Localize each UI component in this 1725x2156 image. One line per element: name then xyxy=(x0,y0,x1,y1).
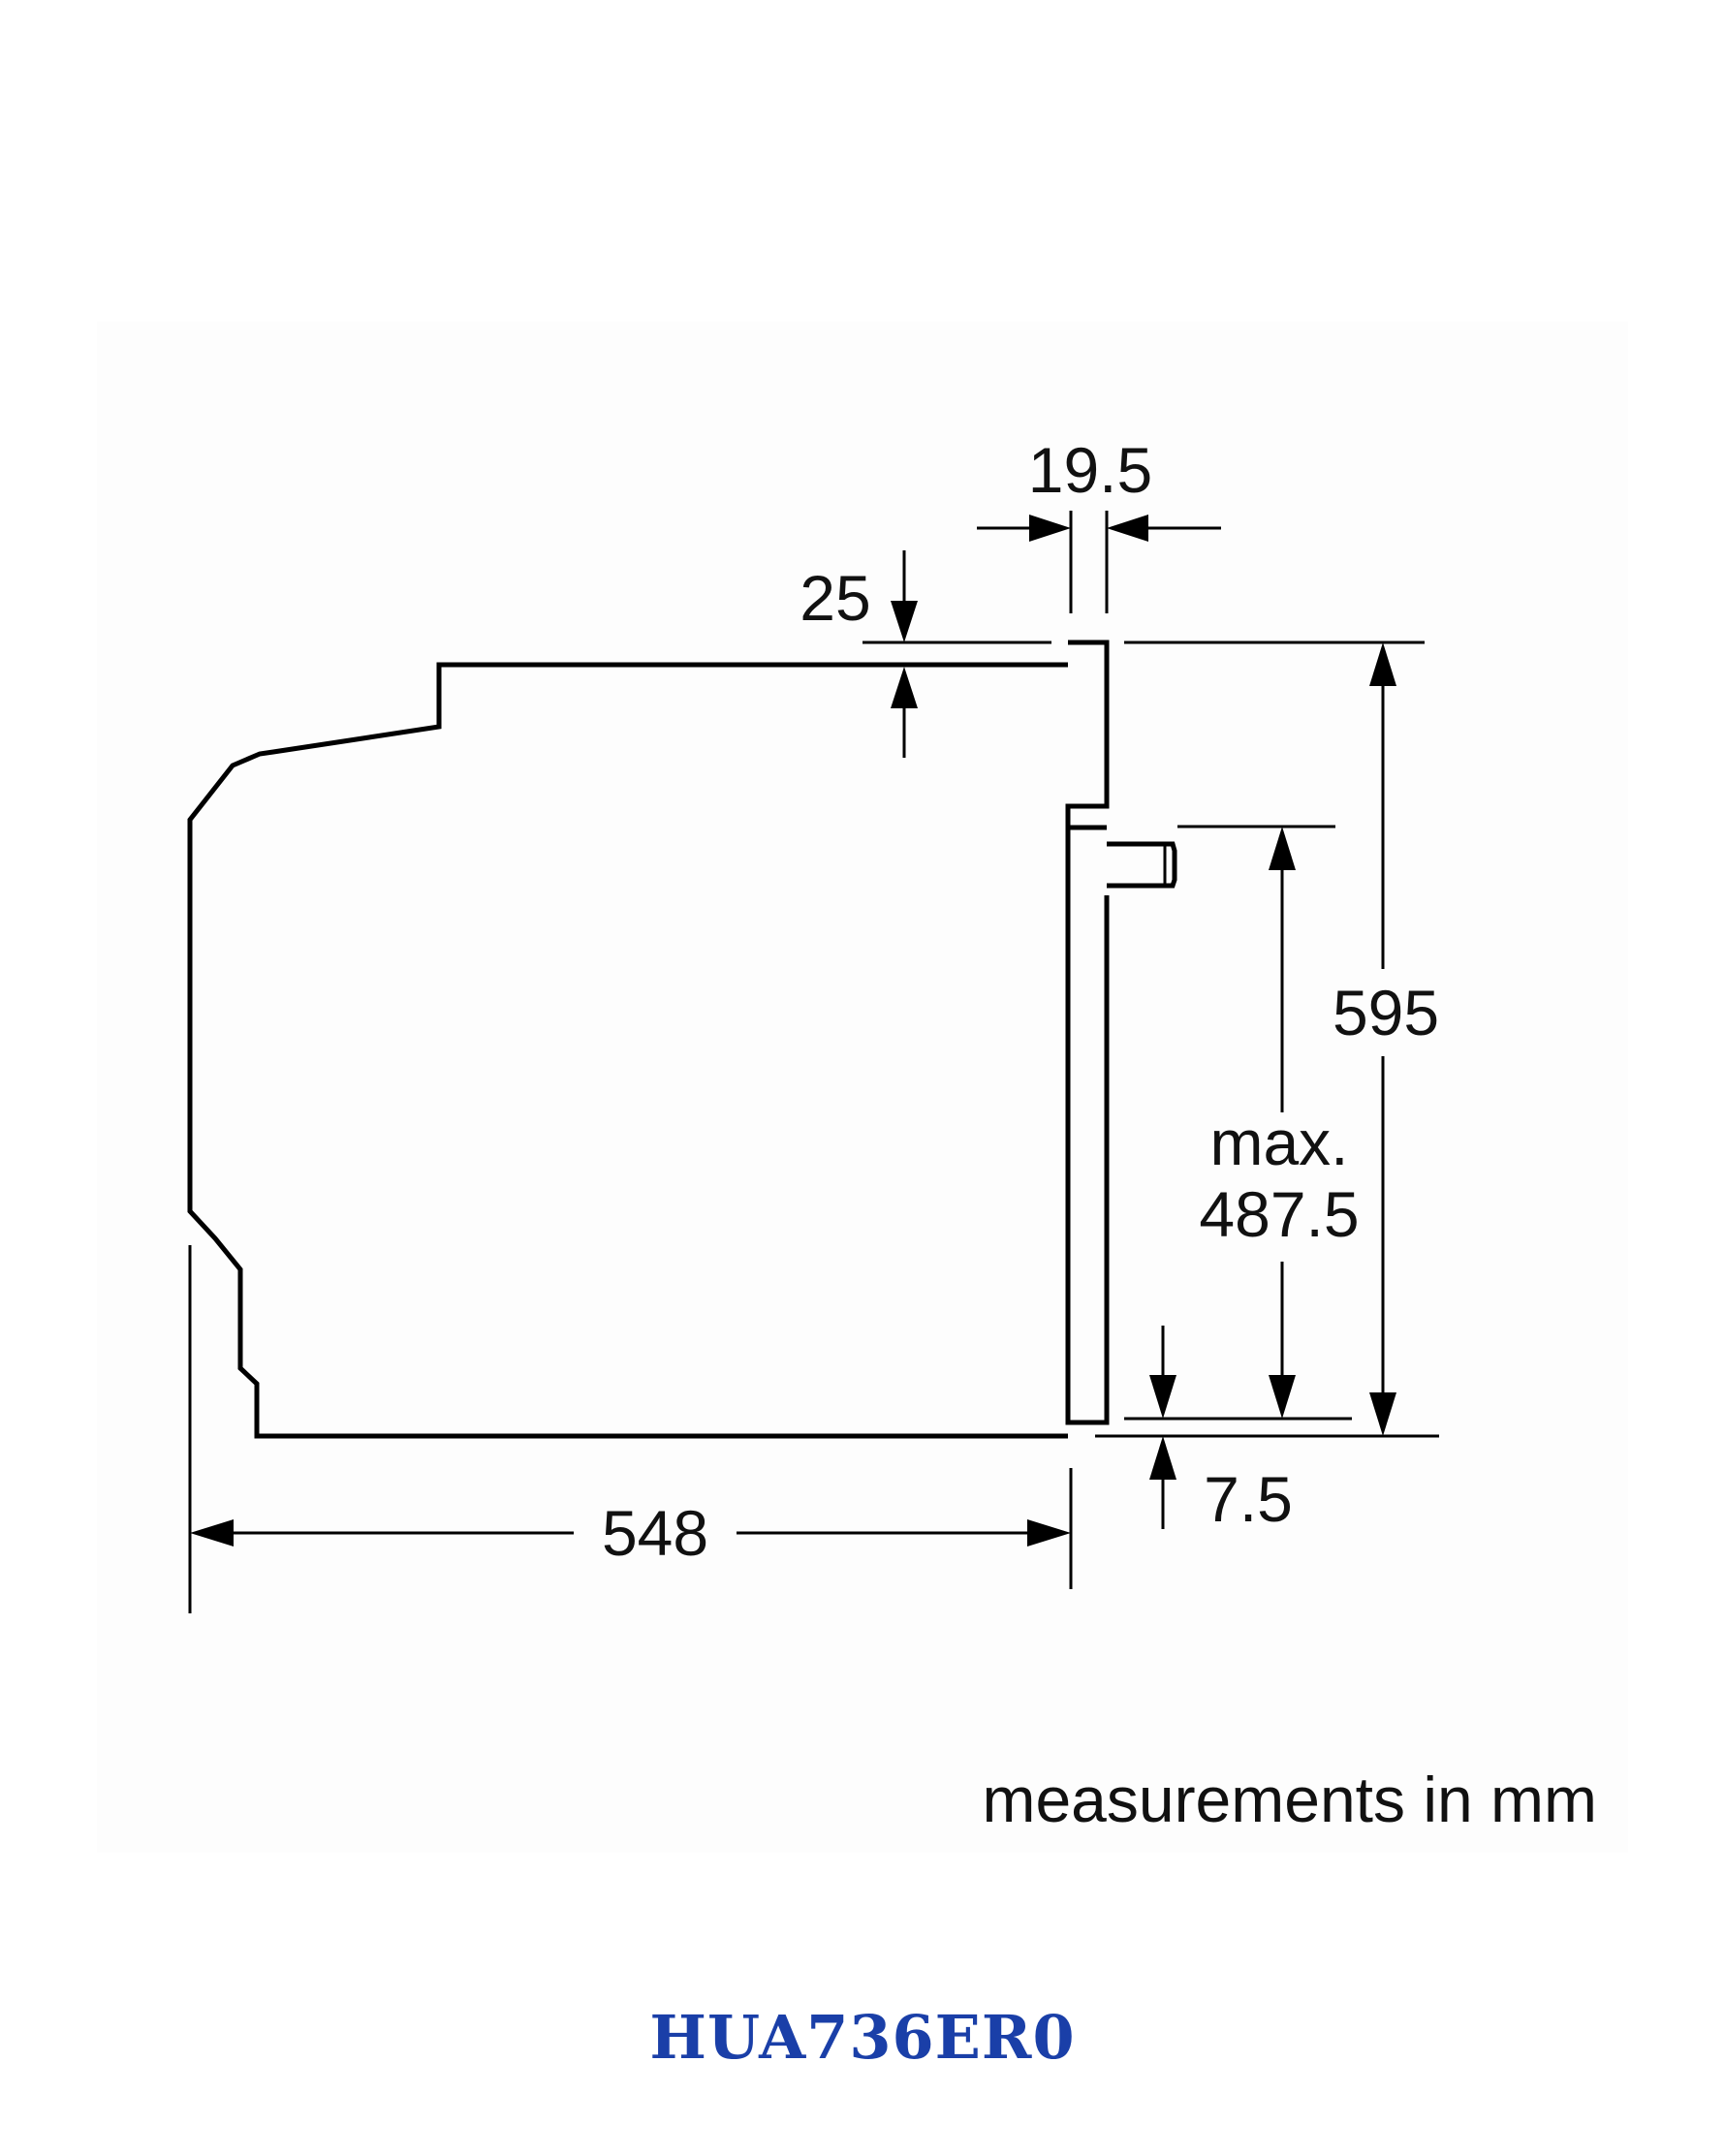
dim-487-5-arrow-down xyxy=(1269,1375,1296,1419)
dim-595-arrow-down xyxy=(1369,1392,1396,1436)
drawing-background xyxy=(97,322,1628,1853)
dim-548-label: 548 xyxy=(602,1497,708,1569)
dim-548-arrow-left xyxy=(190,1519,234,1547)
dim-19-5-label: 19.5 xyxy=(1028,434,1152,506)
dim-7-5-arrow-up xyxy=(1149,1436,1176,1480)
dim-487-5-label: 487.5 xyxy=(1199,1178,1359,1250)
dim-487-5-arrow-up xyxy=(1269,827,1296,870)
dim-25-arrow-up xyxy=(891,667,918,708)
dim-25-label: 25 xyxy=(800,562,870,634)
door-lower-panel xyxy=(1065,828,1110,1425)
dim-595-arrow-up xyxy=(1369,642,1396,686)
dim-487-5-max-label: max. xyxy=(1209,1107,1348,1178)
dim-25-arrow-down xyxy=(891,601,918,642)
model-name: HUA736ER0 xyxy=(649,2002,1075,2073)
oven-body-outline xyxy=(187,662,1068,1439)
dim-595-label: 595 xyxy=(1333,977,1439,1048)
dim-19-5-arrow-left xyxy=(1029,515,1071,542)
dim-548-arrow-right xyxy=(1027,1519,1071,1547)
door-upper-panel xyxy=(1065,640,1110,830)
dim-7-5-arrow-down xyxy=(1149,1375,1176,1419)
dim-7-5-label: 7.5 xyxy=(1204,1463,1293,1535)
units-caption: measurements in mm xyxy=(982,1764,1597,1835)
dim-19-5-arrow-right xyxy=(1107,515,1148,542)
dim-595-label-gap xyxy=(1326,969,1442,1056)
door-handle xyxy=(1107,841,1177,889)
